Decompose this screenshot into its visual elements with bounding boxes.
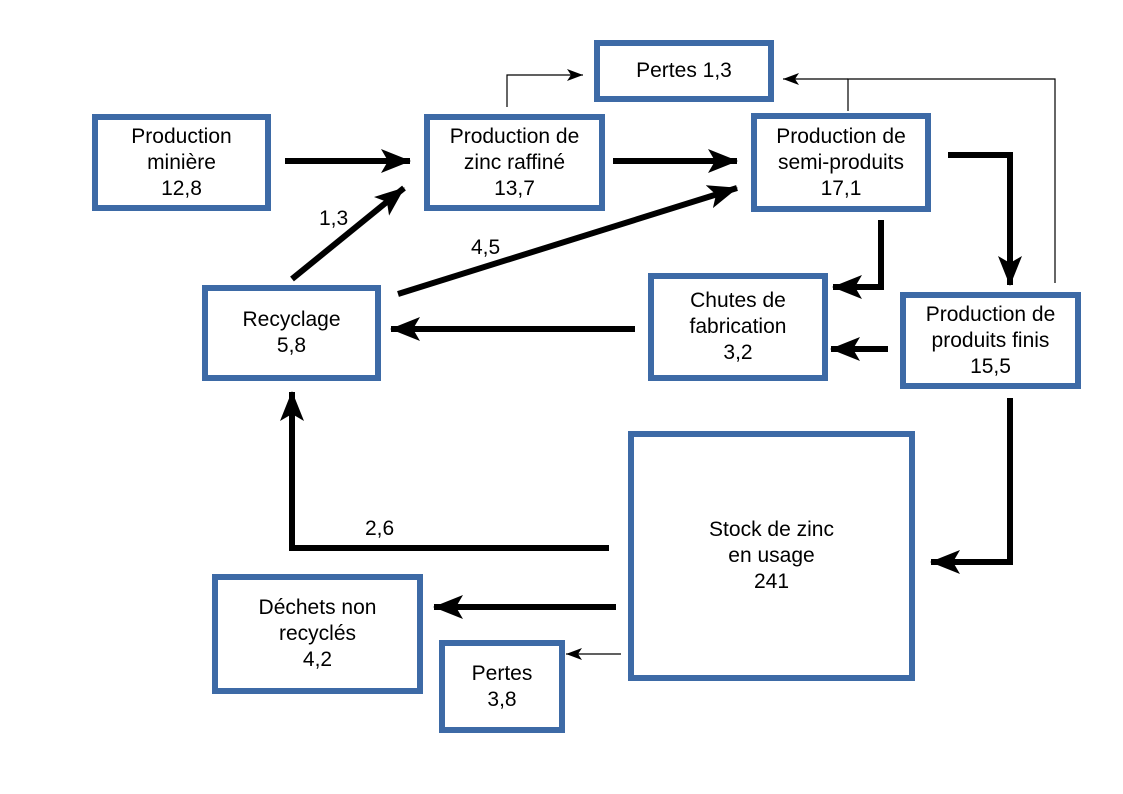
box-refined-value: 13,7 [494,176,535,200]
box-stock-line1: Stock de zinc [709,518,834,541]
box-stock-line2: en usage [728,544,815,567]
box-refined-zinc: Production de zinc raffiné 13,7 [424,114,605,211]
arrow-refined-to-losses [506,69,583,107]
box-mining-production: Production minière 12,8 [92,114,271,211]
box-losses-bottom-value: 3,8 [487,687,517,711]
box-zinc-stock: Stock de zinc en usage 241 [628,431,915,681]
box-manufacturing-scrap: Chutes de fabrication 3,2 [648,273,828,381]
box-recycling-value: 5,8 [276,334,307,357]
box-waste-value: 4,2 [302,648,333,671]
arrow-recycling-to-semi [397,185,738,297]
box-losses-top-text: Pertes 1,3 [636,59,732,82]
box-losses-bottom: Pertes 3,8 [439,640,565,733]
box-waste-line2: recyclés [278,622,357,645]
flow-label-recycling-to-semi: 4,5 [471,236,501,259]
arrow-semi-to-scrap [832,220,884,299]
box-finished-value: 15,5 [970,354,1011,378]
flow-label-recycling-to-refined: 1,3 [319,207,349,230]
arrow-stock-to-recycling [280,391,609,551]
box-semi-line2: semi-produits [777,150,905,174]
box-semi-value: 17,1 [820,176,862,200]
box-scrap-value: 3,2 [723,341,753,364]
box-recycling: Recyclage 5,8 [202,285,381,381]
box-scrap-line2: fabrication [689,315,787,338]
box-finished-line1: Production de [925,302,1056,326]
box-semi-products: Production de semi-produits 17,1 [751,113,931,212]
box-mining-line2: minière [147,150,216,174]
box-recycling-line1: Recyclage [242,308,341,331]
box-waste-line1: Déchets non [258,596,377,619]
arrow-semi-to-losses [847,78,1056,283]
box-refined-line1: Production de [449,124,580,148]
box-refined-line2: zinc raffiné [463,150,566,174]
arrow-finished-to-stock [930,398,1013,574]
arrow-semi-to-finished [948,152,1022,286]
arrow-recycling-to-refined [290,185,406,282]
box-stock-value: 241 [753,570,790,593]
box-semi-line1: Production de [776,124,906,148]
box-losses-top: Pertes 1,3 [594,40,774,102]
box-mining-line1: Production [131,124,232,148]
box-finished-products: Production de produits finis 15,5 [900,292,1081,389]
box-mining-value: 12,8 [161,176,202,200]
box-finished-line2: produits finis [931,328,1050,352]
box-unrecycled-waste: Déchets non recyclés 4,2 [212,574,423,694]
box-scrap-line1: Chutes de [690,289,786,312]
flow-label-stock-to-recycling: 2,6 [365,517,395,540]
box-losses-bottom-line1: Pertes [471,661,533,685]
